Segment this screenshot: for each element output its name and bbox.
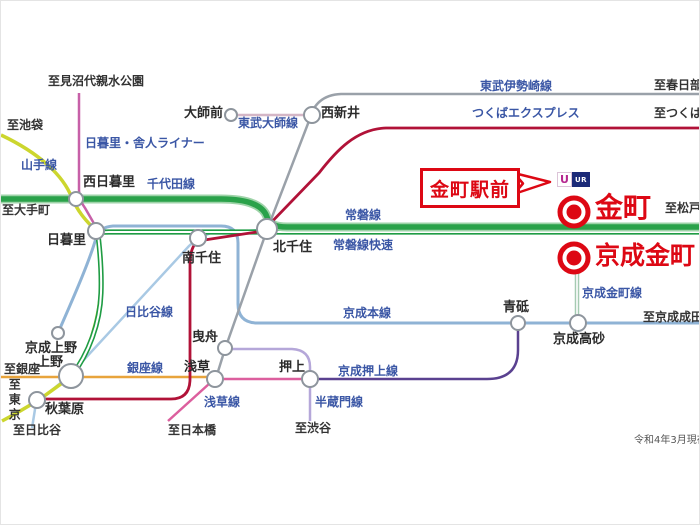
endpoint-nihombashi: 至日本橋 [168, 423, 217, 437]
station-label-minamisenju: 南千住 [182, 251, 222, 266]
line-label-tobu-daishi: 東武大師線 [238, 116, 299, 130]
line-label-keisei-oshiage: 京成押上線 [338, 364, 399, 378]
station-label-ueno: 上野 [37, 355, 64, 370]
line-label-joban-rapid: 常磐線快速 [333, 238, 394, 252]
station-circle-nishi-nippori [68, 191, 84, 207]
line-label-ginza: 銀座線 [127, 361, 164, 375]
endpoint-ginza: 至銀座 [4, 362, 41, 376]
ur-logo: U UR [557, 172, 590, 187]
station-circle-keisei-ueno [51, 326, 65, 340]
station-circle-nishiarai [303, 106, 321, 124]
station-label-nippori: 日暮里 [47, 233, 87, 248]
station-label-hikifune: 曳舟 [192, 330, 219, 345]
station-label-asakusa: 浅草 [184, 360, 211, 375]
line-keisei-main [56, 224, 699, 334]
endpoint-tsukuba: 至つくば [654, 106, 700, 120]
station-label-keisei-ueno: 京成上野 [25, 341, 78, 356]
ur-logo-ur-text: UR [572, 172, 590, 187]
line-label-joban-local: 常磐線 [345, 208, 382, 222]
date-note: 令和4年3月現在 [634, 435, 700, 446]
station-circle-kitasenju [256, 218, 278, 240]
station-circle-ueno [58, 363, 84, 389]
line-hanzomon [227, 347, 312, 421]
station-label-keisei-takasago: 京成高砂 [553, 332, 606, 347]
endpoint-keisei-narita: 至京成成田 [643, 310, 700, 324]
station-label-kitasenju: 北千住 [273, 240, 313, 255]
endpoint-hibiya: 至日比谷 [13, 423, 62, 437]
station-circle-oshiage [301, 370, 319, 388]
station-circle-akihabara [28, 391, 46, 409]
endpoint-ikebukuro: 至池袋 [7, 118, 44, 132]
line-tobu-isesaki [214, 92, 699, 379]
station-circle-aoto [510, 315, 526, 331]
keisei-kanamachi-marker [557, 241, 591, 275]
kanamachi-marker [557, 195, 591, 229]
line-label-yamanote: 山手線 [21, 158, 58, 172]
endpoint-otemachi: 至大手町 [2, 203, 51, 217]
station-label-daishimae: 大師前 [184, 106, 224, 121]
line-label-hibiya: 日比谷線 [125, 305, 174, 319]
station-label-kanamachi: 金町 [595, 191, 652, 224]
line-toneri-liner [77, 93, 98, 228]
line-keisei-oshiage [312, 325, 520, 381]
line-label-hanzomon: 半蔵門線 [315, 395, 364, 409]
station-circle-minamisenju [189, 229, 207, 247]
station-label-oshiage: 押上 [279, 360, 306, 375]
kanamachi-ekimae-callout: 金町駅前 [420, 168, 520, 208]
station-circles [28, 106, 587, 409]
ur-logo-u-icon: U [557, 172, 572, 187]
endpoint-matsudo: 至松戸 [665, 201, 700, 215]
endpoint-tokyo: 至東京 [7, 378, 22, 423]
kanamachi-ekimae-callout-text: 金町駅前 [429, 178, 510, 201]
endpoint-minumadai: 至見沼代親水公園 [48, 74, 145, 88]
line-label-toneri: 日暮里・舎人ライナー [85, 136, 205, 150]
line-label-chiyoda: 千代田線 [147, 177, 196, 191]
station-label-nishi-nippori: 西日暮里 [83, 175, 136, 190]
station-circle-nippori [87, 222, 105, 240]
station-circle-daishimae [224, 108, 238, 122]
station-label-akihabara: 秋葉原 [45, 402, 85, 417]
station-circle-asakusa [206, 370, 224, 388]
line-label-asakusa: 浅草線 [204, 395, 241, 409]
line-chiyoda-joban [1, 196, 699, 230]
station-circle-keisei-takasago [569, 314, 587, 332]
station-label-keisei-kanamachi: 京成金町 [595, 241, 696, 270]
endpoint-shibuya: 至渋谷 [295, 421, 332, 435]
line-label-keisei-main: 京成本線 [343, 306, 392, 320]
station-label-nishiarai: 西新井 [321, 106, 361, 121]
station-circle-hikifune [217, 340, 233, 356]
line-label-keisei-kanamachi: 京成金町線 [582, 286, 643, 300]
station-label-aoto: 青砥 [503, 300, 530, 315]
endpoint-kasukabe: 至春日部 [654, 78, 700, 92]
line-label-tobu-isesaki: 東武伊勢崎線 [480, 79, 553, 93]
line-label-tsukuba-express: つくばエクスプレス [472, 106, 580, 120]
